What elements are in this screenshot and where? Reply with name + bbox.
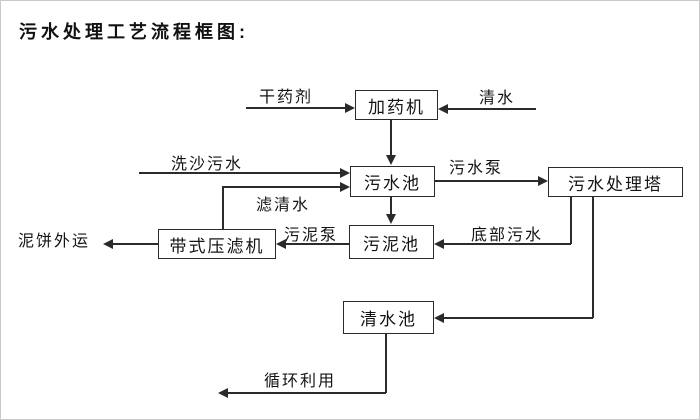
connector-dosing-to-sewage bbox=[390, 120, 392, 157]
arrowhead-down-sewage-to-sludge bbox=[386, 214, 396, 224]
arrowhead-left-sludge-pump bbox=[276, 239, 286, 249]
arrowhead-left-mud-cake-out bbox=[103, 239, 113, 249]
arrowhead-left-bottom-sewage bbox=[434, 239, 444, 249]
arrowhead-right-dry-agent bbox=[345, 103, 355, 113]
node-clean-water-pool: 清水池 bbox=[343, 301, 434, 334]
arrowhead-right-filtered-water bbox=[340, 182, 350, 192]
connector-sand-washing bbox=[139, 172, 340, 174]
connector-tower-to-clean-horizontal bbox=[443, 317, 593, 319]
connector-mud-cake-out bbox=[113, 243, 158, 245]
connector-filtered-water-vertical bbox=[222, 187, 224, 229]
connector-clean-water bbox=[448, 108, 536, 110]
connector-bottom-sewage-horizontal bbox=[443, 243, 571, 245]
node-sewage-pool: 污水池 bbox=[350, 166, 435, 197]
label-filtered-water: 滤清水 bbox=[256, 197, 311, 214]
label-sand-washing-sewage: 洗沙污水 bbox=[171, 156, 244, 173]
node-sludge-pool: 污泥池 bbox=[349, 225, 434, 259]
connector-filtered-water-horizontal bbox=[222, 186, 340, 188]
connector-sludge-pump bbox=[285, 243, 349, 245]
connector-dry-agent bbox=[246, 107, 346, 109]
arrowhead-right-sand-washing bbox=[340, 168, 350, 178]
label-sewage-pump: 污水泵 bbox=[449, 160, 504, 177]
connector-sewage-to-sludge bbox=[390, 197, 392, 216]
connector-recycle-vertical bbox=[385, 334, 387, 393]
label-recycle: 循环利用 bbox=[264, 373, 337, 390]
page-title: 污水处理工艺流程框图: bbox=[19, 22, 249, 42]
arrowhead-left-tower-to-clean bbox=[434, 313, 444, 323]
connector-tower-to-clean-vertical bbox=[592, 197, 594, 318]
node-dosing-machine: 加药机 bbox=[355, 90, 438, 120]
label-bottom-sewage: 底部污水 bbox=[471, 227, 544, 244]
connector-sewage-pump bbox=[435, 180, 539, 182]
label-clean-water: 清水 bbox=[479, 90, 516, 107]
connector-recycle-horizontal bbox=[228, 392, 386, 394]
arrowhead-right-sewage-pump bbox=[538, 176, 548, 186]
arrowhead-left-recycle bbox=[218, 388, 228, 398]
connector-bottom-sewage-vertical bbox=[570, 197, 572, 244]
label-sludge-pump: 污泥泵 bbox=[284, 227, 339, 244]
label-dry-agent: 干药剂 bbox=[259, 89, 314, 106]
node-treatment-tower: 污水处理塔 bbox=[548, 167, 683, 197]
node-belt-filter-press: 带式压滤机 bbox=[158, 229, 276, 259]
arrowhead-left-clean-water bbox=[438, 104, 448, 114]
arrowhead-down-dosing-to-sewage bbox=[386, 155, 396, 165]
label-mud-cake-out: 泥饼外运 bbox=[18, 233, 91, 250]
